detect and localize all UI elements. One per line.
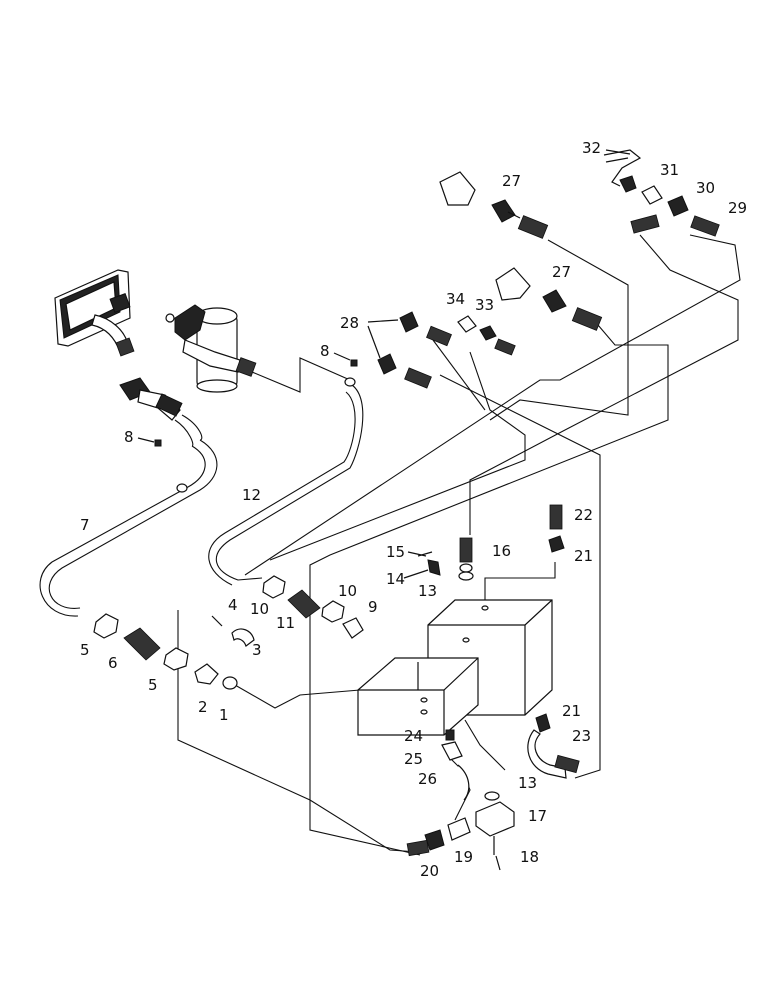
callout-7: 7 (80, 516, 90, 534)
elbow-fittings-left (119, 377, 183, 421)
fittings-middle (211, 575, 364, 647)
callout-33: 33 (475, 296, 494, 314)
callout-31: 31 (660, 161, 679, 179)
callout-32: 32 (582, 139, 601, 157)
callout-5b: 5 (148, 676, 158, 694)
callout-8a: 8 (124, 428, 134, 446)
callout-9: 9 (368, 598, 378, 616)
callout-30: 30 (696, 179, 715, 197)
callout-17: 17 (528, 807, 547, 825)
callout-21a: 21 (574, 547, 593, 565)
pump-mount-plate (54, 269, 135, 357)
callout-23: 23 (572, 727, 591, 745)
callout-27b: 27 (552, 263, 571, 281)
callout-15: 15 (386, 543, 405, 561)
callout-10b: 10 (338, 582, 357, 600)
callout-10a: 10 (250, 600, 269, 618)
callout-29: 29 (728, 199, 747, 217)
fittings-centre-right (154, 359, 580, 857)
callout-27a: 27 (502, 172, 521, 190)
callout-13b: 13 (518, 774, 537, 792)
callout-8b: 8 (320, 342, 330, 360)
callout-4: 4 (228, 596, 238, 614)
callout-11: 11 (276, 614, 295, 632)
callout-24: 24 (404, 727, 423, 745)
callout-26: 26 (418, 770, 437, 788)
filter-assembly (165, 304, 257, 393)
callout-20: 20 (420, 862, 439, 880)
callout-22: 22 (574, 506, 593, 524)
fittings-lower-left (93, 613, 238, 690)
callout-3: 3 (252, 641, 262, 659)
callout-1: 1 (219, 706, 229, 724)
hydraulic-tank (357, 599, 553, 736)
callout-28: 28 (340, 314, 359, 332)
callout-12: 12 (242, 486, 261, 504)
callout-14: 14 (386, 570, 405, 588)
callout-34: 34 (446, 290, 465, 308)
callout-21b: 21 (562, 702, 581, 720)
hose-routing (39, 234, 741, 856)
callout-5a: 5 (80, 641, 90, 659)
leader-lines (137, 149, 631, 871)
callout-25: 25 (404, 750, 423, 768)
callout-13a: 13 (418, 582, 437, 600)
callout-6: 6 (108, 654, 118, 672)
callout-labels: 1 2 3 4 5 5 6 7 8 8 9 10 10 11 12 13 13 … (80, 139, 747, 880)
callout-2: 2 (198, 698, 208, 716)
callout-18: 18 (520, 848, 539, 866)
callout-16: 16 (492, 542, 511, 560)
callout-19: 19 (454, 848, 473, 866)
fittings-upper-right (377, 149, 720, 389)
